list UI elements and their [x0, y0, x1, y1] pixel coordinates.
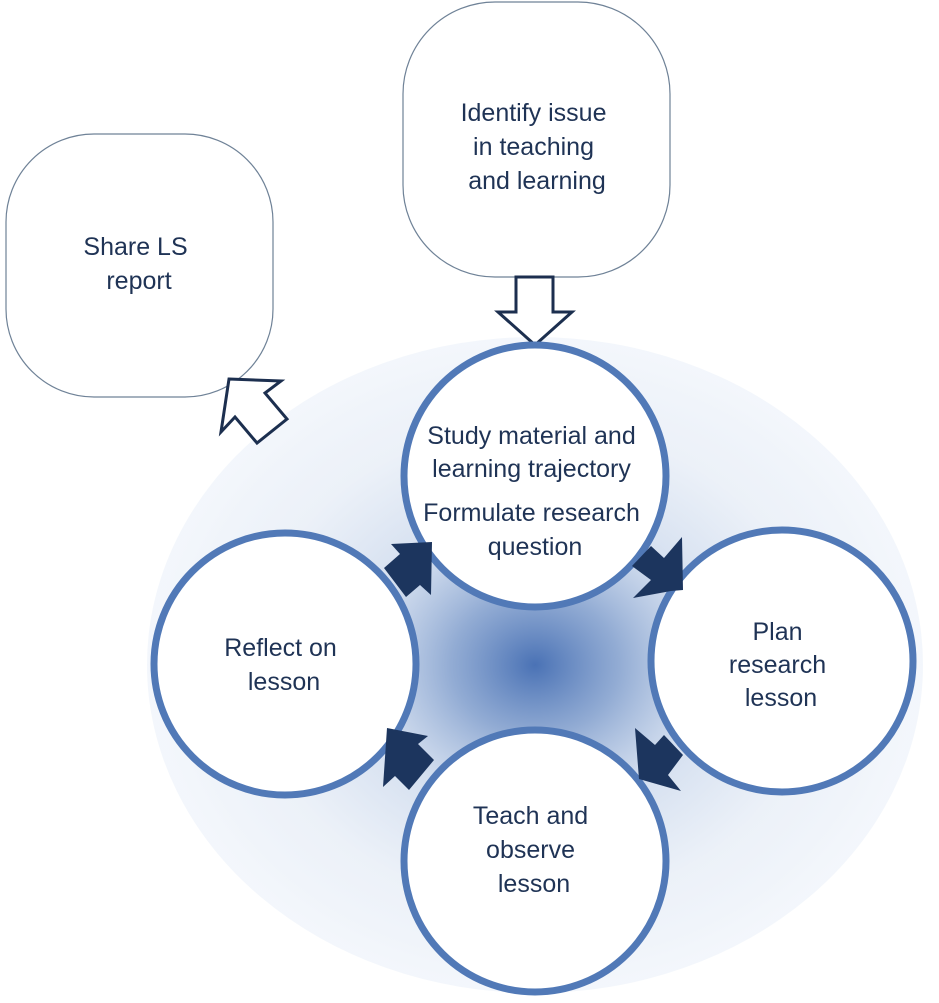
text-line: Formulate research	[423, 499, 640, 527]
circle-study-material-label: Study material and learning trajectory F…	[423, 422, 647, 561]
circle-plan-lesson-label: Plan research lesson	[729, 618, 833, 712]
circle-teach-observe-label: Teach and observe lesson	[473, 802, 595, 898]
text-line: observe	[486, 836, 575, 864]
text-line: Share LS	[83, 233, 187, 261]
box-share-report-label: Share LS report	[83, 233, 194, 295]
text-line: and learning	[468, 167, 606, 195]
arrow-reflect-to-study-icon	[384, 542, 432, 597]
outline-arrow-down-icon	[494, 275, 576, 348]
circle-plan-lesson: Plan research lesson	[647, 526, 917, 796]
text-line: Reflect on	[224, 634, 337, 662]
text-line: lesson	[248, 668, 320, 696]
text-line: report	[106, 267, 171, 295]
box-identify-issue: Identify issue in teaching and learning	[402, 1, 671, 278]
text-line: Teach and	[473, 802, 588, 830]
circle-teach-observe: Teach and observe lesson	[400, 726, 670, 996]
text-line: question	[488, 533, 583, 561]
arrow-plan-to-teach-icon	[635, 728, 683, 791]
arrow-teach-to-reflect-icon	[383, 728, 434, 790]
text-line: in teaching	[473, 133, 594, 161]
text-line: Identify issue	[461, 99, 607, 127]
box-share-report: Share LS report	[5, 133, 274, 398]
cycle-background-glow	[147, 337, 923, 993]
circle-reflect: Reflect on lesson	[150, 529, 420, 799]
circle-reflect-label: Reflect on lesson	[224, 634, 344, 696]
circle-study-material: Study material and learning trajectory F…	[400, 341, 670, 611]
text-line: learning trajectory	[432, 455, 631, 483]
text-line: Plan	[753, 618, 803, 646]
text-line: lesson	[745, 684, 817, 712]
arrow-study-to-plan-icon	[632, 537, 683, 598]
outline-arrow-up-left-icon	[218, 377, 290, 446]
text-line: research	[729, 651, 826, 679]
text-line: lesson	[498, 870, 570, 898]
text-line: Study material and	[427, 422, 635, 450]
box-identify-issue-label: Identify issue in teaching and learning	[461, 99, 614, 195]
